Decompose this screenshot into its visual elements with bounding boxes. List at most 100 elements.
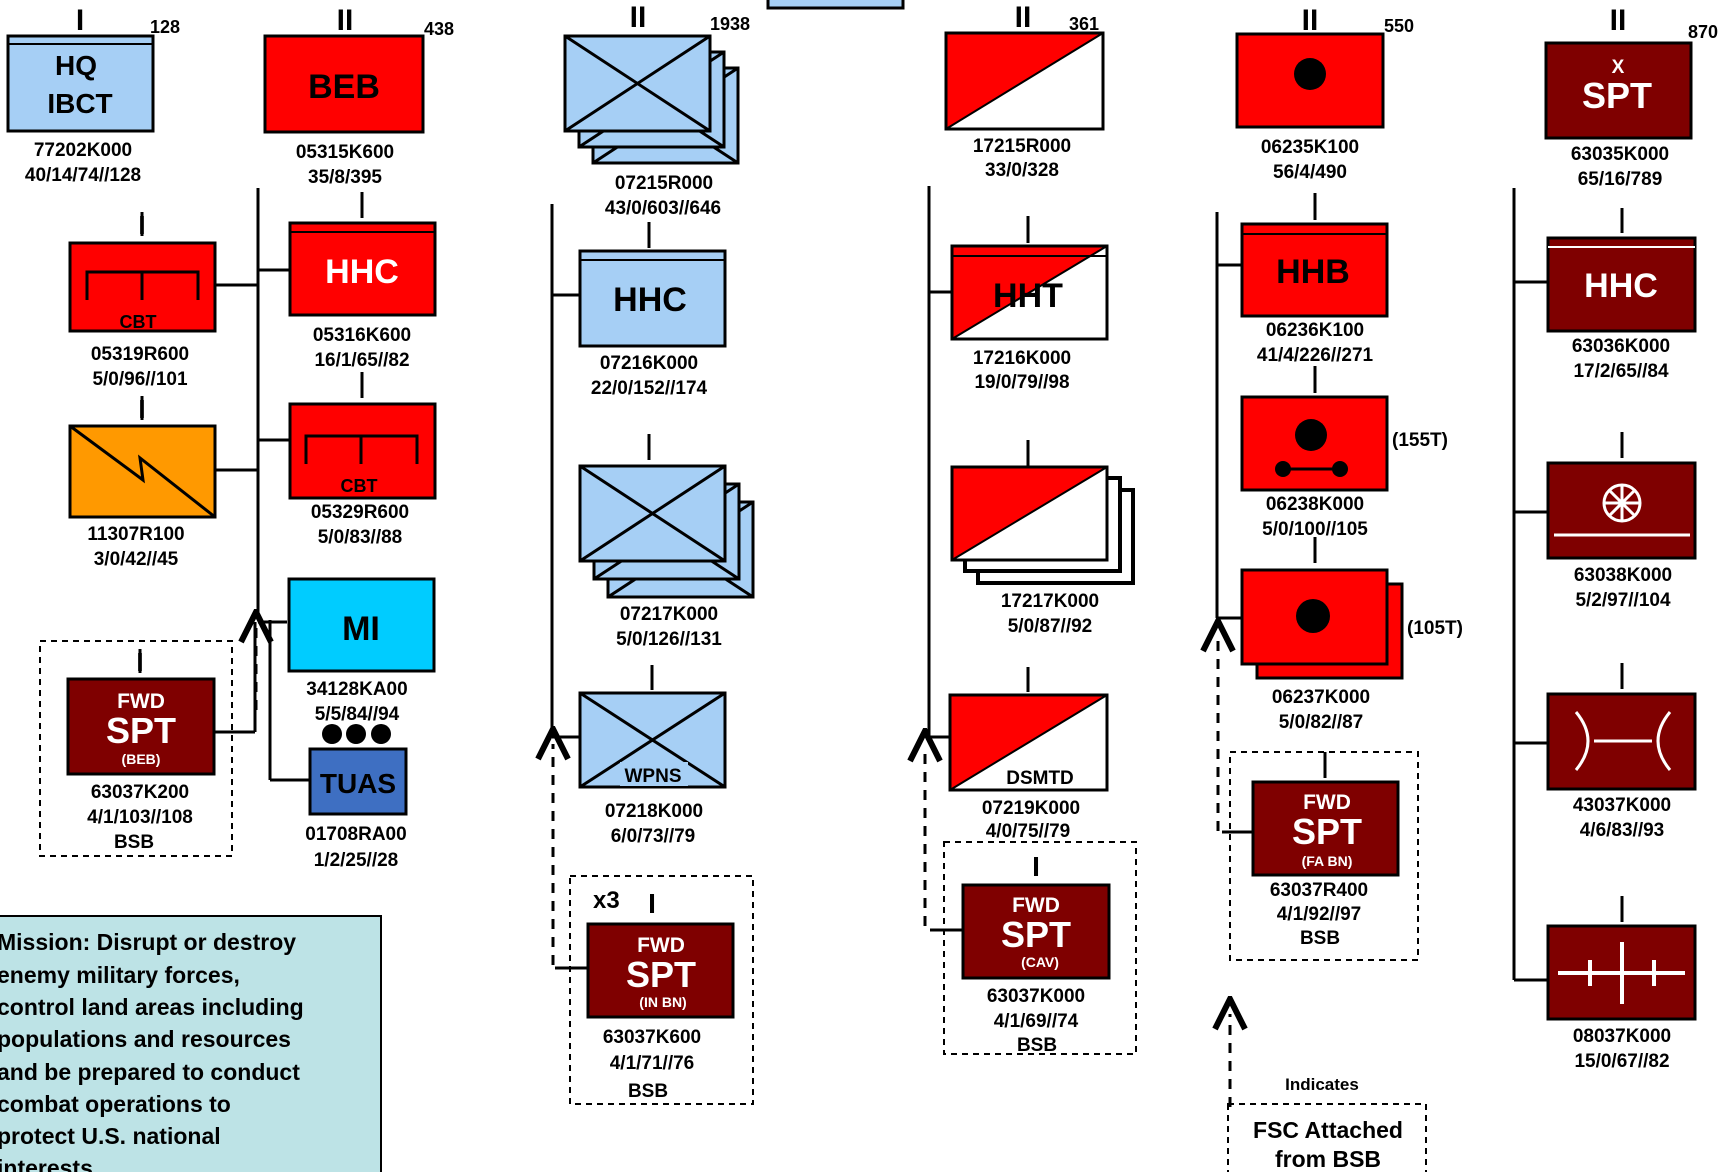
mission-statement-box: Mission: Disrupt or destroy enemy milita…: [0, 915, 382, 1172]
echelon-marker: II: [630, 1, 647, 34]
infantry-hhc-company: HHC 07216K000 22/0/152//174: [578, 249, 727, 399]
mission-panel: [0, 915, 382, 1172]
support-medical-company: 43037K000 4/6/83//93: [1546, 692, 1697, 841]
unit-code: 07216K000: [600, 353, 698, 374]
unit-stats: 5/0/83//88: [318, 527, 403, 548]
unit-stats: 4/6/83//93: [1580, 820, 1665, 841]
section-dot-icon: [371, 724, 391, 744]
mission-line: enemy military forces,: [0, 962, 240, 988]
unit-strength: 128: [150, 17, 180, 37]
cavalry-dismounted-troop: DSMTD 07219K000 4/0/75//79: [948, 693, 1109, 842]
beb-military-intelligence-company: MI 34128KA00 5/5/84//94: [287, 577, 436, 744]
unit-owner: BSB: [628, 1081, 668, 1102]
unit-symbol: [578, 249, 727, 348]
unit-code: 06238K000: [1266, 494, 1364, 515]
unit-label: CBT: [341, 476, 378, 496]
unit-stats: 1/2/25//28: [314, 850, 399, 871]
unit-symbol: [1546, 236, 1697, 333]
cavalry-squadron: II 361 17215R000 33/0/328: [944, 1, 1105, 181]
mission-line: Mission: Disrupt or destroy: [0, 929, 296, 955]
unit-label: CBT: [120, 312, 157, 332]
unit-code: 06236K100: [1266, 320, 1364, 341]
echelon-marker: II: [1302, 4, 1319, 37]
unit-stats: 65/16/789: [1578, 169, 1663, 190]
unit-code: 05329R600: [311, 502, 409, 523]
unit-code: 05315K600: [296, 142, 394, 163]
unit-stats: 35/8/395: [308, 167, 382, 188]
unit-code: 63037K000: [987, 986, 1085, 1007]
cavalry-troops: 17217K000 5/0/87//92: [950, 465, 1135, 637]
unit-code: 77202K000: [34, 140, 132, 161]
cavalry-forward-support-company: I FWD SPT (CAV) 63037K000 4/1/69//74 BSB: [943, 841, 1137, 1056]
unit-code: 01708RA00: [305, 824, 406, 845]
unit-stats: 56/4/490: [1273, 162, 1347, 183]
unit-code: 63037K200: [91, 782, 189, 803]
echelon-marker: I: [648, 888, 656, 919]
fsc-legend: Indicates FSC Attached from BSB: [1227, 1014, 1427, 1172]
artillery-battalion: II 550 06235K100 56/4/490: [1235, 4, 1414, 183]
echelon-marks: I I I I I I I I I I I I I I I I I I: [136, 210, 145, 677]
unit-symbol: [1251, 780, 1400, 877]
engineer-bridge-icon: [85, 270, 200, 300]
unit-stats: 19/0/79//98: [974, 372, 1069, 393]
unit-symbol: [66, 677, 216, 776]
artillery-hhb-battery: HHB 06236K100 41/4/226//271: [1240, 222, 1389, 366]
unit-label: SPT: [1292, 811, 1362, 852]
transportation-wheel-icon: [1558, 942, 1685, 1004]
unit-symbol: [288, 221, 437, 317]
unit-code: 63037R400: [1270, 880, 1368, 901]
unit-label: HHB: [1276, 253, 1350, 291]
unit-stats: 41/4/226//271: [1257, 345, 1374, 366]
unit-code: 06235K100: [1261, 137, 1359, 158]
mission-line: interests.: [0, 1155, 99, 1172]
section-dot-icon: [322, 724, 342, 744]
unit-owner: BSB: [1300, 928, 1340, 949]
unit-label: TUAS: [320, 768, 396, 799]
legend-line: FSC Attached: [1253, 1117, 1403, 1143]
unit-note: (155T): [1392, 430, 1448, 451]
unit-label-top: FWD: [1012, 894, 1060, 917]
bsb-attachment-box: [1229, 751, 1419, 961]
unit-stats: 40/14/74//128: [25, 165, 141, 186]
unit-label-top: FWD: [1303, 791, 1351, 814]
unit-code: 11307R100: [87, 524, 184, 545]
artillery-155-towed-battery: (155T) 06238K000 5/0/100//105: [1240, 395, 1448, 540]
unit-stats: 16/1/65//82: [314, 350, 409, 371]
unit-stats: 4/1/71//76: [610, 1053, 695, 1074]
supply-marker: X: [1612, 57, 1625, 78]
unit-label: HHT: [993, 277, 1063, 315]
unit-label: SPT: [626, 954, 696, 995]
unit-strength: 550: [1384, 16, 1414, 36]
unit-stats: 6/0/73//79: [611, 826, 696, 847]
unit-owner: BSB: [1017, 1035, 1057, 1056]
unit-label-sub: (BEB): [122, 751, 161, 767]
hq-ibct-unit: I 128 HQ IBCT 77202K000 40/14/74//128: [6, 4, 180, 186]
legend-box: [1227, 1103, 1427, 1172]
unit-stats: 43/0/603//646: [605, 198, 721, 219]
bsb-attachment-box: [943, 841, 1137, 1055]
beb-forward-support-company: FWD SPT (BEB) 63037K200 4/1/103//108 BSB: [39, 640, 233, 857]
unit-stats: 17/2/65//84: [1573, 361, 1669, 382]
beb-connectors: [138, 188, 364, 782]
unit-label: HHC: [1584, 267, 1658, 305]
medical-symbol-icon: [1574, 711, 1672, 771]
unit-code: 05319R600: [91, 344, 189, 365]
echelon-marker: II: [337, 4, 354, 37]
support-battalion: II 870 X SPT 63035K000 65/16/789: [1544, 4, 1718, 190]
infantry-rifle-companies: 07217K000 5/0/126//131: [578, 464, 755, 650]
unit-code: 07219K000: [982, 798, 1080, 819]
echelon-marker: II: [1610, 4, 1627, 37]
echelon-marker: I: [138, 394, 145, 424]
mission-line: protect U.S. national: [0, 1123, 221, 1149]
legend-caption: Indicates: [1285, 1075, 1359, 1094]
unit-label-sub: (FA BN): [1302, 853, 1353, 869]
unit-stats: 4/0/75//79: [986, 821, 1071, 842]
unit-label-top: FWD: [117, 690, 165, 713]
unit-code: 07218K000: [605, 801, 703, 822]
support-transportation-company: 08037K000 15/0/67//82: [1546, 924, 1697, 1072]
engineer-bridge-icon: [304, 434, 419, 464]
bsb-attachment-box: [569, 875, 754, 1105]
echelon-marker: I: [76, 4, 84, 37]
mission-line: and be prepared to conduct: [0, 1059, 300, 1085]
beb-combat-engineer-company-2: CBT 05329R600 5/0/83//88: [288, 402, 437, 548]
